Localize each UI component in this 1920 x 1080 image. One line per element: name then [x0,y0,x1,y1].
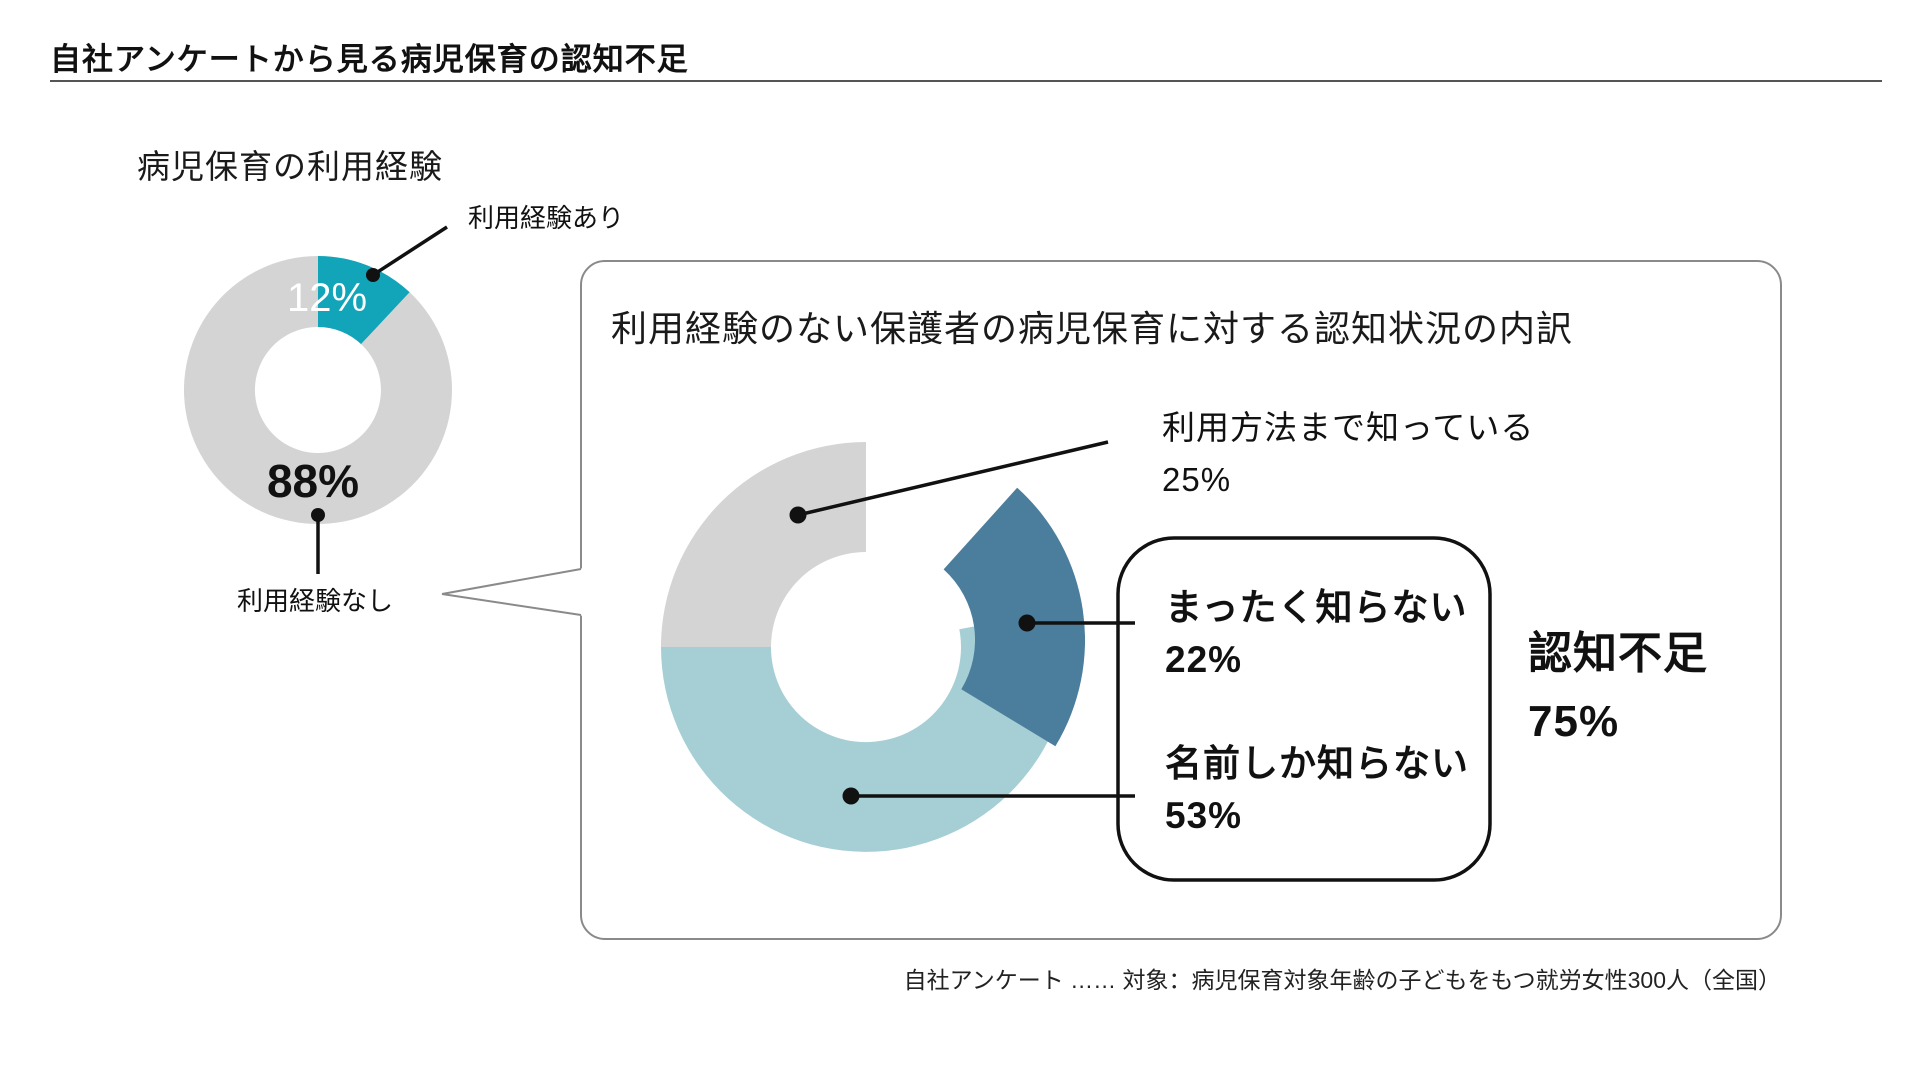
header-divider [50,80,1882,82]
leader-line-know-how [797,440,1109,517]
awareness-slice-know-how [661,442,866,647]
callout-notch [442,568,584,616]
awareness-name-only-label: 名前しか知らない [1165,743,1469,784]
experience-no-value: 88% [266,455,360,507]
awareness-know-how-value: 25% [1162,461,1232,498]
awareness-slice-not-know [943,487,1086,747]
leader-dot-know-how [789,506,807,524]
experience-yes-label: 利用経験あり [468,203,625,233]
experience-slice-yes [318,256,410,345]
awareness-not-know-block: まったく知らない 22% [1165,582,1468,686]
awareness-know-how-label-block: 利用方法まで知っている 25% [1162,402,1534,506]
awareness-slice-name-only [661,608,1071,852]
experience-chart-title: 病児保育の利用経験 [137,148,443,185]
leader-dot-yes [366,268,380,282]
leader-dot-no [311,508,325,522]
awareness-panel-title: 利用経験のない保護者の病児保育に対する認知状況の内訳 [611,308,1574,349]
awareness-name-only-block: 名前しか知らない 53% [1165,738,1469,842]
experience-no-label: 利用経験なし [236,586,393,616]
awareness-summary-block: 認知不足 75% [1528,620,1708,756]
awareness-name-only-value: 53% [1165,795,1243,836]
leader-line-yes [372,225,448,277]
awareness-not-know-value: 22% [1165,639,1243,680]
page-title: 自社アンケートから見る病児保育の認知不足 [50,42,689,77]
leader-dot-not-know [1018,614,1036,632]
experience-yes-value: 12% [286,276,368,320]
awareness-not-know-label: まったく知らない [1165,587,1468,628]
awareness-label-box [1116,536,1492,882]
awareness-know-how-label: 利用方法まで知っている [1162,409,1535,446]
awareness-summary-label: 認知不足 [1528,629,1708,678]
callout-notch-upper-edge [441,568,582,595]
experience-slice-no [183,256,452,524]
survey-footnote: 自社アンケート …… 対象：病児保育対象年齢の子どもをもつ就労女性300人（全国… [903,967,1781,993]
leader-dot-name-only [842,787,860,805]
awareness-summary-value: 75% [1528,697,1620,746]
callout-notch-lower-edge [441,593,582,616]
